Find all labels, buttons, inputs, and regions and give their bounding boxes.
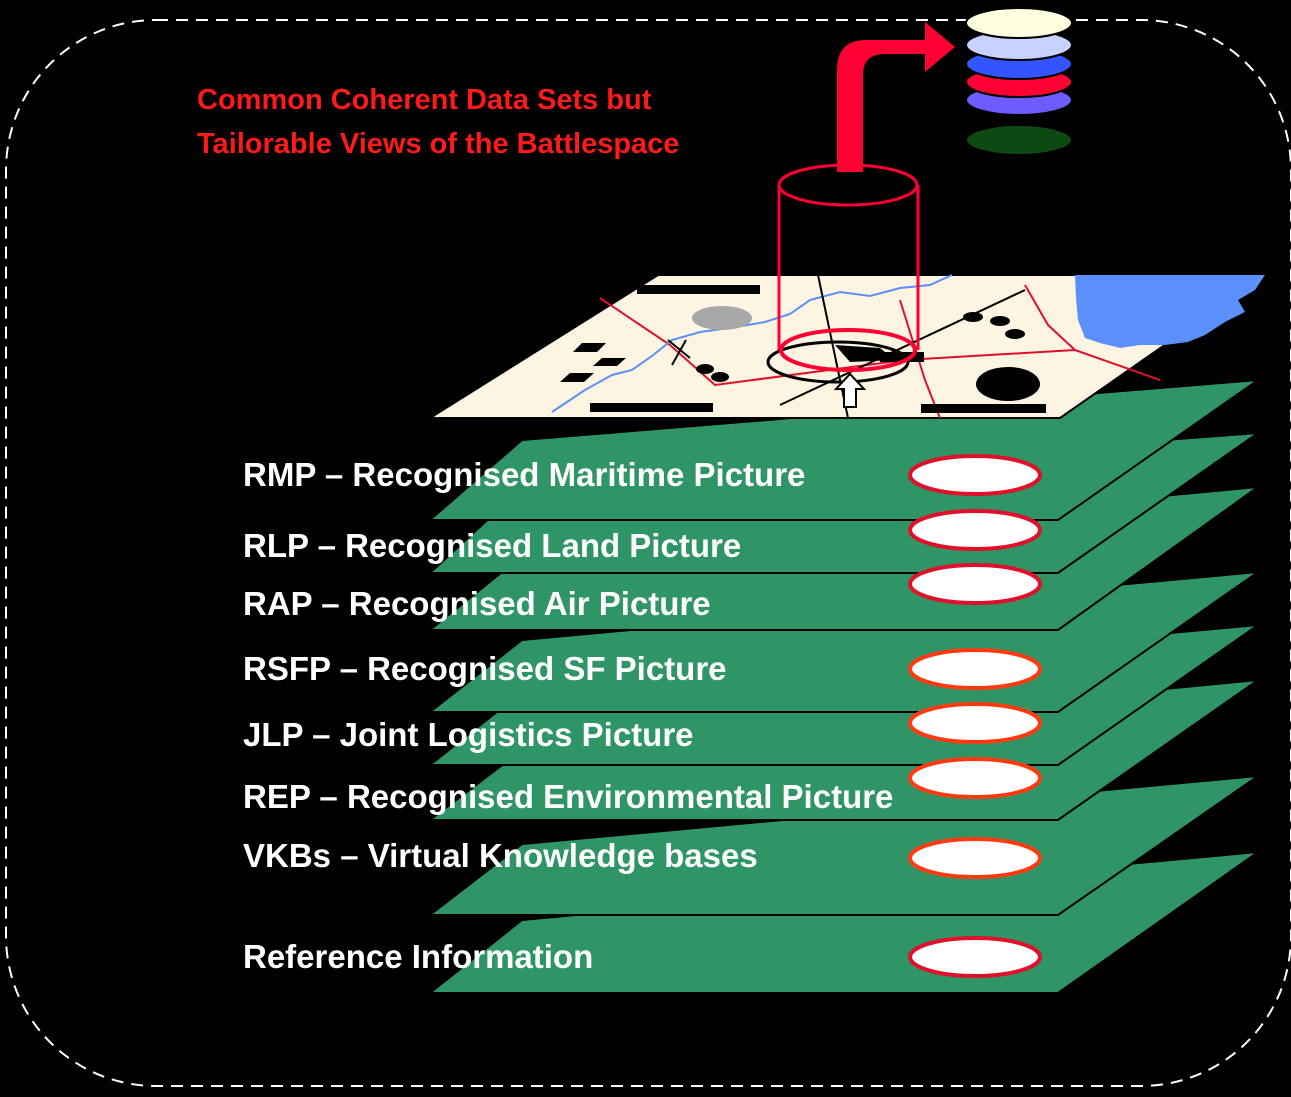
map-road-line	[671, 339, 687, 366]
map-road-line	[779, 289, 1026, 406]
dashed-border	[5, 19, 1291, 1087]
map-road-line	[667, 339, 691, 359]
map-dot	[990, 316, 1010, 326]
map-parallelogram	[573, 343, 606, 352]
map-boundary-line	[599, 297, 1161, 387]
up-arrow-icon	[833, 372, 867, 408]
layer-ellipse-vkbs	[908, 837, 1042, 879]
layer-ellipses	[908, 454, 1042, 978]
layer-label-rsfp: RSFP – Recognised SF Picture	[243, 650, 727, 687]
layer-ellipse-rap	[908, 563, 1042, 605]
water-area	[1075, 275, 1265, 348]
map-plane	[426, 274, 1269, 419]
map-boundary-line	[1024, 284, 1076, 351]
layer-ellipse-rep	[908, 757, 1042, 799]
layer-ellipse-rmp	[908, 454, 1042, 496]
map-dot	[963, 312, 983, 322]
layer-label-rlp: RLP – Recognised Land Picture	[243, 527, 742, 564]
map-dot	[711, 372, 729, 382]
layer-label-reference: Reference Information	[243, 938, 594, 975]
map-black-blob	[976, 367, 1040, 401]
layer-label-rep: REP – Recognised Environmental Picture	[243, 778, 894, 815]
map-dot	[696, 364, 714, 374]
cylinder-bottom	[779, 328, 917, 372]
map-parallelogram	[593, 358, 626, 366]
map-symbol-bar	[590, 403, 713, 412]
dataset-disc	[965, 124, 1073, 156]
layer-planes	[427, 378, 1262, 994]
map-grey-ellipse	[692, 306, 752, 330]
layer-label-vkbs: VKBs – Virtual Knowledge bases	[243, 837, 758, 874]
layer-ellipse-rlp	[908, 509, 1042, 551]
layer-ellipse-reference	[908, 936, 1042, 978]
layer-label-jlp: JLP – Joint Logistics Picture	[243, 716, 694, 753]
dataset-disc	[965, 7, 1073, 39]
layer-ellipse-jlp	[908, 702, 1042, 744]
map-dot	[1005, 329, 1025, 339]
layer-label-rap: RAP – Recognised Air Picture	[243, 585, 711, 622]
dataset-stack	[965, 7, 1073, 156]
bent-arrow-icon	[837, 22, 955, 172]
map-symbol-bar	[637, 285, 760, 294]
map-symbol-bar	[921, 404, 1046, 413]
layer-label-rmp: RMP – Recognised Maritime Picture	[243, 456, 806, 493]
map-river	[551, 274, 953, 413]
caption-line-2: Tailorable Views of the Battlespace	[197, 128, 680, 160]
caption-line-1: Common Coherent Data Sets but	[197, 84, 652, 116]
map-parallelogram	[560, 373, 594, 382]
layer-ellipse-rsfp	[908, 648, 1042, 690]
map-central-bar	[880, 352, 924, 362]
